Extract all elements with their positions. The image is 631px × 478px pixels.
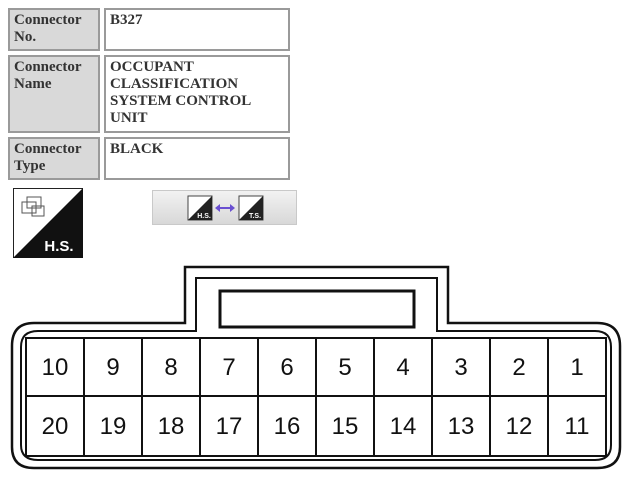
pin-number-label: 11 — [565, 413, 590, 440]
hs-mini-icon: H.S. — [187, 195, 213, 221]
pin-cavity — [315, 395, 375, 457]
connector-no-label: Connector No. — [8, 8, 100, 51]
connector-inner-outline — [20, 277, 612, 461]
hs-badge-icon: H.S. — [13, 188, 83, 258]
pin-cavity — [25, 395, 85, 457]
connector-no-value: B327 — [104, 8, 290, 51]
pin-cavity — [373, 337, 433, 397]
pin-cavity — [141, 395, 201, 457]
connector-lock-slot — [218, 289, 416, 329]
toggle-graphic: H.S. T.S. — [187, 195, 264, 221]
pin-number-label: 14 — [390, 413, 417, 440]
pin-cavity — [257, 395, 317, 457]
pin-cavity — [199, 395, 259, 457]
pin-cavity — [83, 395, 143, 457]
pin-number-label: 9 — [106, 354, 119, 381]
svg-text:T.S.: T.S. — [249, 213, 261, 220]
connector-name-value: OCCUPANT CLASSIFICATION SYSTEM CONTROL U… — [104, 55, 290, 133]
connector-type-label: Connector Type — [8, 137, 100, 180]
pin-cavity — [547, 395, 607, 457]
connector-name-label: Connector Name — [8, 55, 100, 133]
pin-number-label: 3 — [454, 354, 467, 381]
swap-arrow-icon — [215, 204, 235, 212]
connector-no-row: Connector No. B327 — [8, 8, 290, 51]
pin-number-label: 19 — [100, 413, 127, 440]
connector-type-row: Connector Type BLACK — [8, 137, 290, 180]
pin-number-label: 7 — [222, 354, 235, 381]
pin-number-label: 16 — [274, 413, 301, 440]
pin-number-label: 15 — [332, 413, 359, 440]
connector-name-row: Connector Name OCCUPANT CLASSIFICATION S… — [8, 55, 290, 133]
connector-type-value: BLACK — [104, 137, 290, 180]
pin-number-label: 13 — [448, 413, 475, 440]
pin-number-label: 1 — [570, 354, 583, 381]
svg-text:H.S.: H.S. — [197, 213, 211, 220]
pin-cavity — [489, 395, 549, 457]
pin-cavity — [547, 337, 607, 397]
pin-number-label: 10 — [42, 354, 69, 381]
hs-badge-text: H.S. — [44, 238, 73, 255]
pin-number-label: 8 — [164, 354, 177, 381]
pin-number-label: 20 — [42, 413, 69, 440]
pin-number-label: 18 — [158, 413, 185, 440]
pin-number-label: 4 — [396, 354, 409, 381]
pin-number-label: 2 — [512, 354, 525, 381]
ts-mini-icon: T.S. — [238, 195, 264, 221]
pin-number-label: 12 — [506, 413, 533, 440]
pin-cavity — [25, 337, 85, 397]
pin-cavity — [431, 395, 491, 457]
pin-cavity — [315, 337, 375, 397]
pin-number-label: 17 — [216, 413, 243, 440]
hs-ts-toggle-button[interactable]: H.S. T.S. — [152, 190, 297, 225]
pin-number-label: 5 — [338, 354, 351, 381]
harness-side-icon — [21, 196, 45, 217]
pin-number-label: 6 — [280, 354, 293, 381]
